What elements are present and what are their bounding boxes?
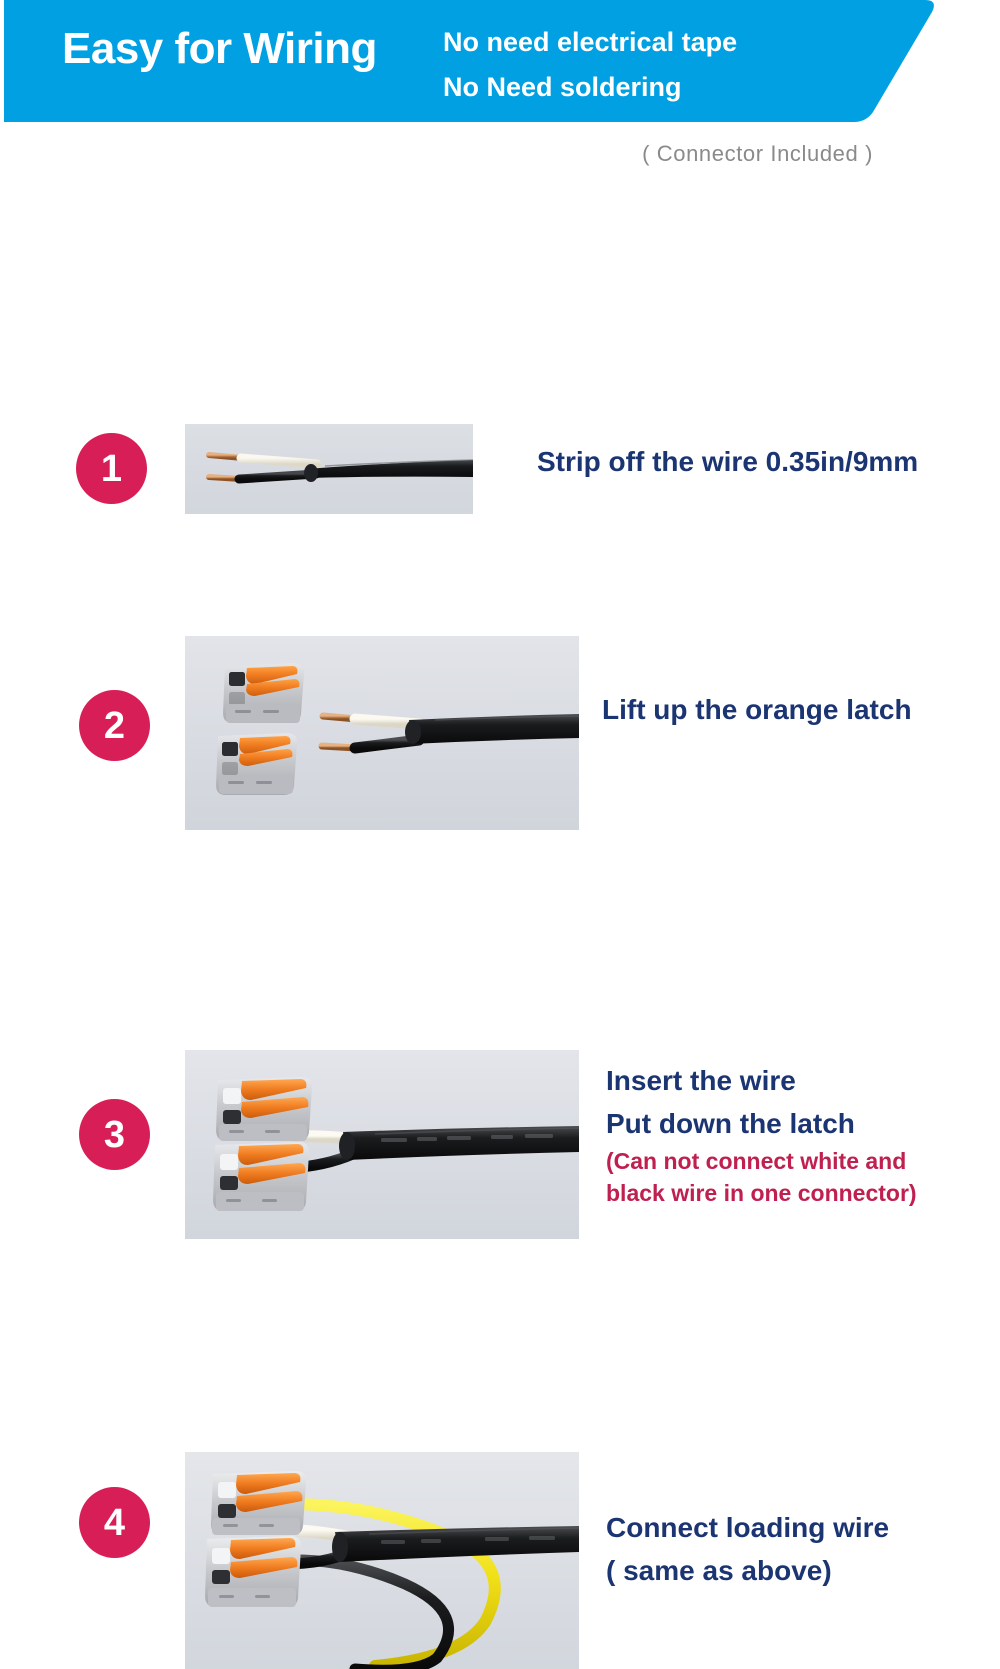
- banner-bullet-2: No Need soldering: [443, 72, 682, 102]
- banner-background-shape: [4, 0, 934, 122]
- loading-wire-connected-illustration: [185, 1452, 579, 1669]
- banner-title: Easy for Wiring: [62, 24, 377, 73]
- wire-inserted-photo: [185, 1050, 579, 1239]
- banner-bullet-list: No need electrical tape No Need solderin…: [443, 20, 923, 110]
- connectors-and-wire-photo: [185, 636, 579, 830]
- step-3-warning-line-2: black wire in one connector): [606, 1180, 917, 1206]
- step-text-3: Insert the wire Put down the latch (Can …: [606, 1059, 917, 1209]
- step-3-line-2: Put down the latch: [606, 1108, 855, 1139]
- loading-wire-connected-photo: [185, 1452, 579, 1669]
- step-3-line-1: Insert the wire: [606, 1065, 796, 1096]
- step-3-warning-line-1: (Can not connect white and: [606, 1148, 907, 1174]
- connector-included-note: ( Connector Included ): [642, 141, 873, 166]
- step-row-4: 4: [0, 726, 1000, 1669]
- header-banner: Easy for Wiring No need electrical tape …: [0, 0, 1000, 122]
- step-row-2: 2: [0, 318, 1000, 830]
- step-4-line-2: ( same as above): [606, 1555, 832, 1586]
- step-text-1: Strip off the wire 0.35in/9mm: [537, 440, 918, 483]
- connectors-and-wire-illustration: [185, 636, 579, 830]
- step-badge-2: 2: [79, 690, 150, 761]
- step-4-line-1: Connect loading wire: [606, 1512, 890, 1543]
- wire-inserted-illustration: [185, 1050, 579, 1239]
- step-badge-4: 4: [79, 1487, 150, 1558]
- step-text-4: Connect loading wire ( same as above): [606, 1506, 889, 1592]
- step-badge-3: 3: [79, 1099, 150, 1170]
- step-text-2: Lift up the orange latch: [602, 688, 912, 731]
- banner-bullet-1: No need electrical tape: [443, 27, 738, 57]
- stripped-wire-illustration: [185, 424, 473, 514]
- stripped-wire-photo: [185, 424, 473, 514]
- step-2-line-1: Lift up the orange latch: [602, 694, 912, 725]
- step-badge-1: 1: [76, 433, 147, 504]
- step-1-line-1: Strip off the wire 0.35in/9mm: [537, 446, 919, 477]
- step-row-1: 1: [0, 212, 1000, 514]
- step-row-3: 3: [0, 525, 1000, 1239]
